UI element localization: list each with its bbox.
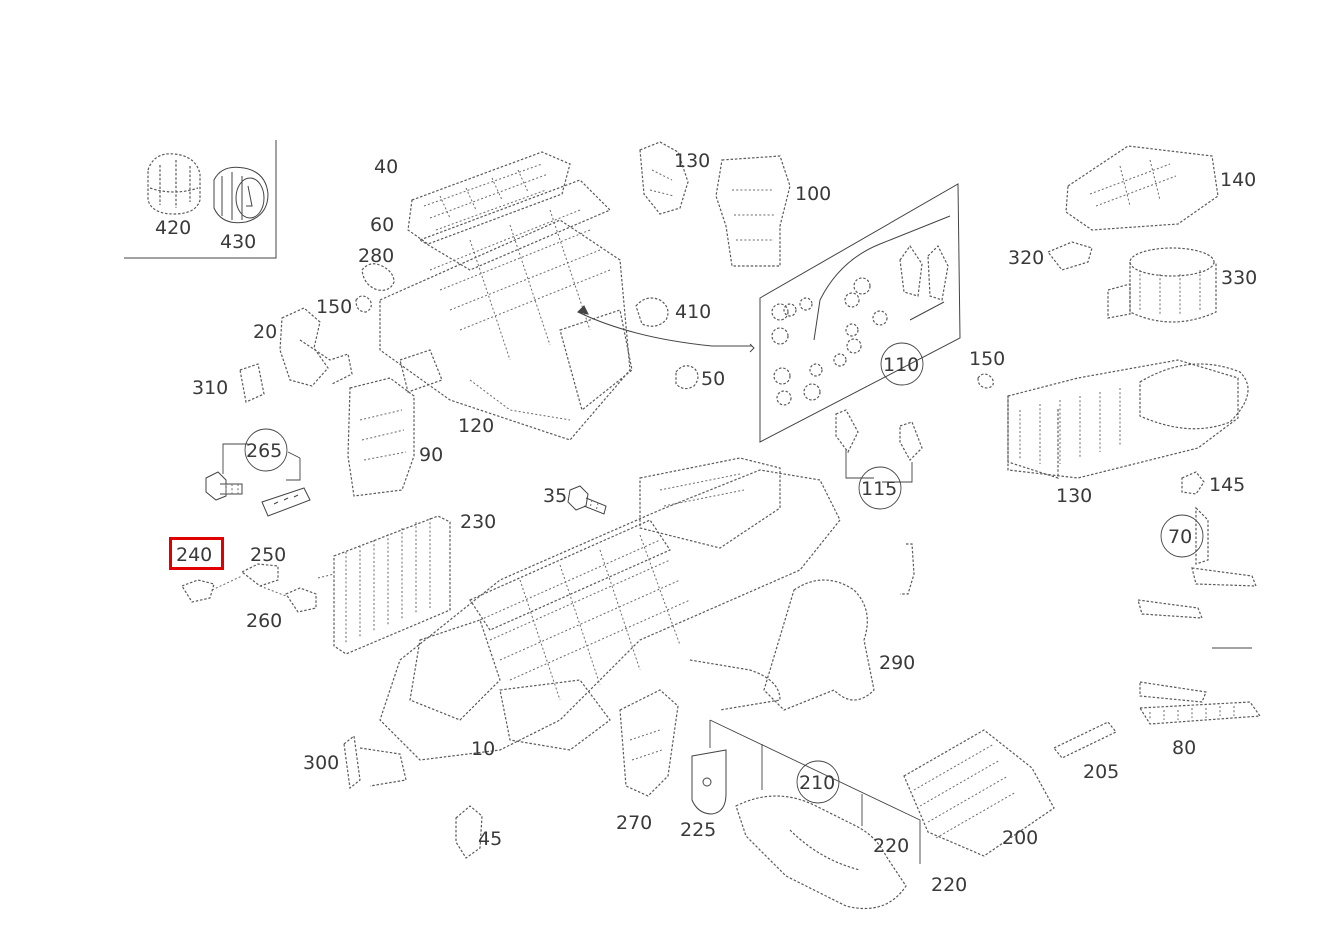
- label-220-lower[interactable]: 220: [931, 874, 967, 896]
- label-230[interactable]: 230: [460, 511, 496, 533]
- upper-engine-assembly: [239, 141, 791, 497]
- part-430-drawing: [213, 166, 269, 224]
- label-260[interactable]: 260: [246, 610, 282, 632]
- label-330[interactable]: 330: [1221, 267, 1257, 289]
- label-130-top[interactable]: 130: [674, 150, 710, 172]
- shift-parts-panel: [576, 183, 961, 483]
- label-60[interactable]: 60: [370, 214, 394, 236]
- bracket-210-group: [691, 719, 921, 864]
- inset-panel: [124, 140, 277, 259]
- label-300[interactable]: 300: [303, 752, 339, 774]
- label-250[interactable]: 250: [250, 544, 286, 566]
- label-420[interactable]: 420: [155, 217, 191, 239]
- label-220-upper[interactable]: 220: [873, 835, 909, 857]
- label-225[interactable]: 225: [680, 819, 716, 841]
- label-140[interactable]: 140: [1220, 169, 1256, 191]
- callout-circles: [244, 342, 1204, 804]
- main-engine-block: [379, 457, 1117, 910]
- label-210[interactable]: 210: [799, 772, 835, 794]
- highlight-box-240: [169, 537, 224, 570]
- label-430[interactable]: 430: [220, 231, 256, 253]
- lower-left-parts: [181, 443, 483, 859]
- label-310[interactable]: 310: [192, 377, 228, 399]
- label-110[interactable]: 110: [883, 354, 919, 376]
- label-320[interactable]: 320: [1008, 247, 1044, 269]
- label-270[interactable]: 270: [616, 812, 652, 834]
- label-240[interactable]: 240: [176, 544, 212, 566]
- label-120[interactable]: 120: [458, 415, 494, 437]
- label-40[interactable]: 40: [374, 156, 398, 178]
- label-280[interactable]: 280: [358, 245, 394, 267]
- label-35[interactable]: 35: [543, 485, 567, 507]
- part-number-labels: 420 430 40 60 280 150 20 310 130 100 410…: [155, 150, 1257, 896]
- label-45[interactable]: 45: [478, 828, 502, 850]
- bolt-35-drawing: [567, 485, 607, 515]
- label-150-right[interactable]: 150: [969, 348, 1005, 370]
- label-290[interactable]: 290: [879, 652, 915, 674]
- label-145[interactable]: 145: [1209, 474, 1245, 496]
- label-90[interactable]: 90: [419, 444, 443, 466]
- label-80[interactable]: 80: [1172, 737, 1196, 759]
- label-50[interactable]: 50: [701, 368, 725, 390]
- label-115[interactable]: 115: [861, 478, 897, 500]
- part-420-drawing: [147, 153, 201, 215]
- label-410[interactable]: 410: [675, 301, 711, 323]
- label-100[interactable]: 100: [795, 183, 831, 205]
- label-10[interactable]: 10: [471, 738, 495, 760]
- label-200[interactable]: 200: [1002, 827, 1038, 849]
- label-205[interactable]: 205: [1083, 761, 1119, 783]
- label-130-right[interactable]: 130: [1056, 485, 1092, 507]
- right-side-assemblies: [977, 145, 1262, 725]
- label-20[interactable]: 20: [253, 321, 277, 343]
- label-70[interactable]: 70: [1168, 526, 1192, 548]
- label-265[interactable]: 265: [246, 440, 282, 462]
- label-150-left[interactable]: 150: [316, 296, 352, 318]
